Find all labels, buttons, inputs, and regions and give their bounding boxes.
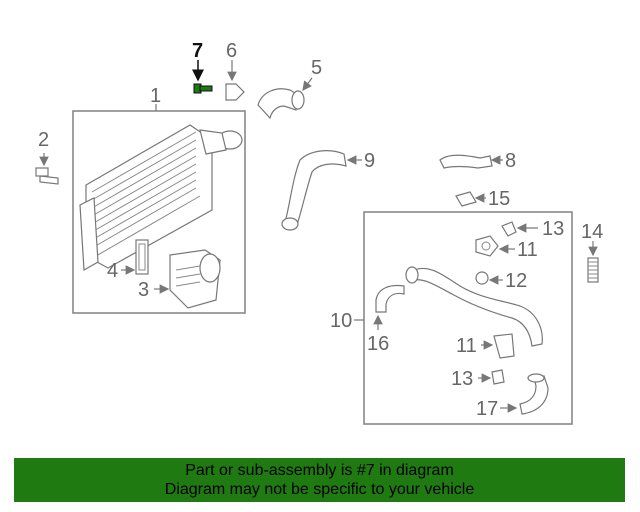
callout-10: 10 [330,310,352,332]
callout-2: 2 [38,129,49,151]
callout-9: 9 [364,150,375,172]
callout-3: 3 [138,279,149,301]
hose-part-8[interactable] [439,154,503,169]
hose-part-17[interactable] [500,373,549,415]
callout-12: 12 [505,270,527,292]
callout-4: 4 [107,260,118,282]
bolt-part-7-highlighted[interactable] [192,60,213,94]
callout-7-highlighted: 7 [192,40,203,62]
callout-8: 8 [505,150,516,172]
fitting-part-11-upper[interactable] [475,235,515,257]
intercooler-part-1[interactable] [79,124,243,271]
fitting-part-11-lower[interactable] [481,333,515,359]
banner-line-1: Part or sub-assembly is #7 in diagram [185,462,454,479]
callout-11-upper: 11 [517,239,538,261]
oring-part-12[interactable] [475,271,503,285]
bolt-part-2[interactable] [35,153,59,185]
gasket-part-4[interactable] [121,239,149,275]
bolt-part-13-lower[interactable] [478,369,505,385]
callout-14: 14 [581,221,603,243]
callout-1: 1 [150,85,161,107]
callout-6: 6 [226,40,237,62]
bolt-part-13-upper[interactable] [501,221,538,237]
sensor-part-6[interactable] [225,60,245,101]
nut-part-15[interactable] [455,191,486,207]
banner-line-2: Diagram may not be specific to your vehi… [164,481,475,498]
duct-part-3[interactable] [154,249,221,309]
hose-group-frame [363,211,573,425]
hose-part-16[interactable] [373,284,405,330]
callout-5: 5 [311,57,322,79]
stud-part-14[interactable] [587,241,599,283]
callout-13-lower: 13 [451,368,473,390]
hose-part-9[interactable] [281,150,362,231]
callout-11-lower: 11 [456,335,477,357]
callout-17: 17 [476,398,498,420]
info-banner: Part or sub-assembly is #7 in diagram Di… [14,458,625,502]
intercooler-group-frame [72,110,246,314]
callout-13-upper: 13 [542,218,564,240]
coolant-pipe [405,266,543,347]
hose-part-5[interactable] [257,77,313,120]
callout-15: 15 [488,188,510,210]
callout-16: 16 [367,333,389,355]
